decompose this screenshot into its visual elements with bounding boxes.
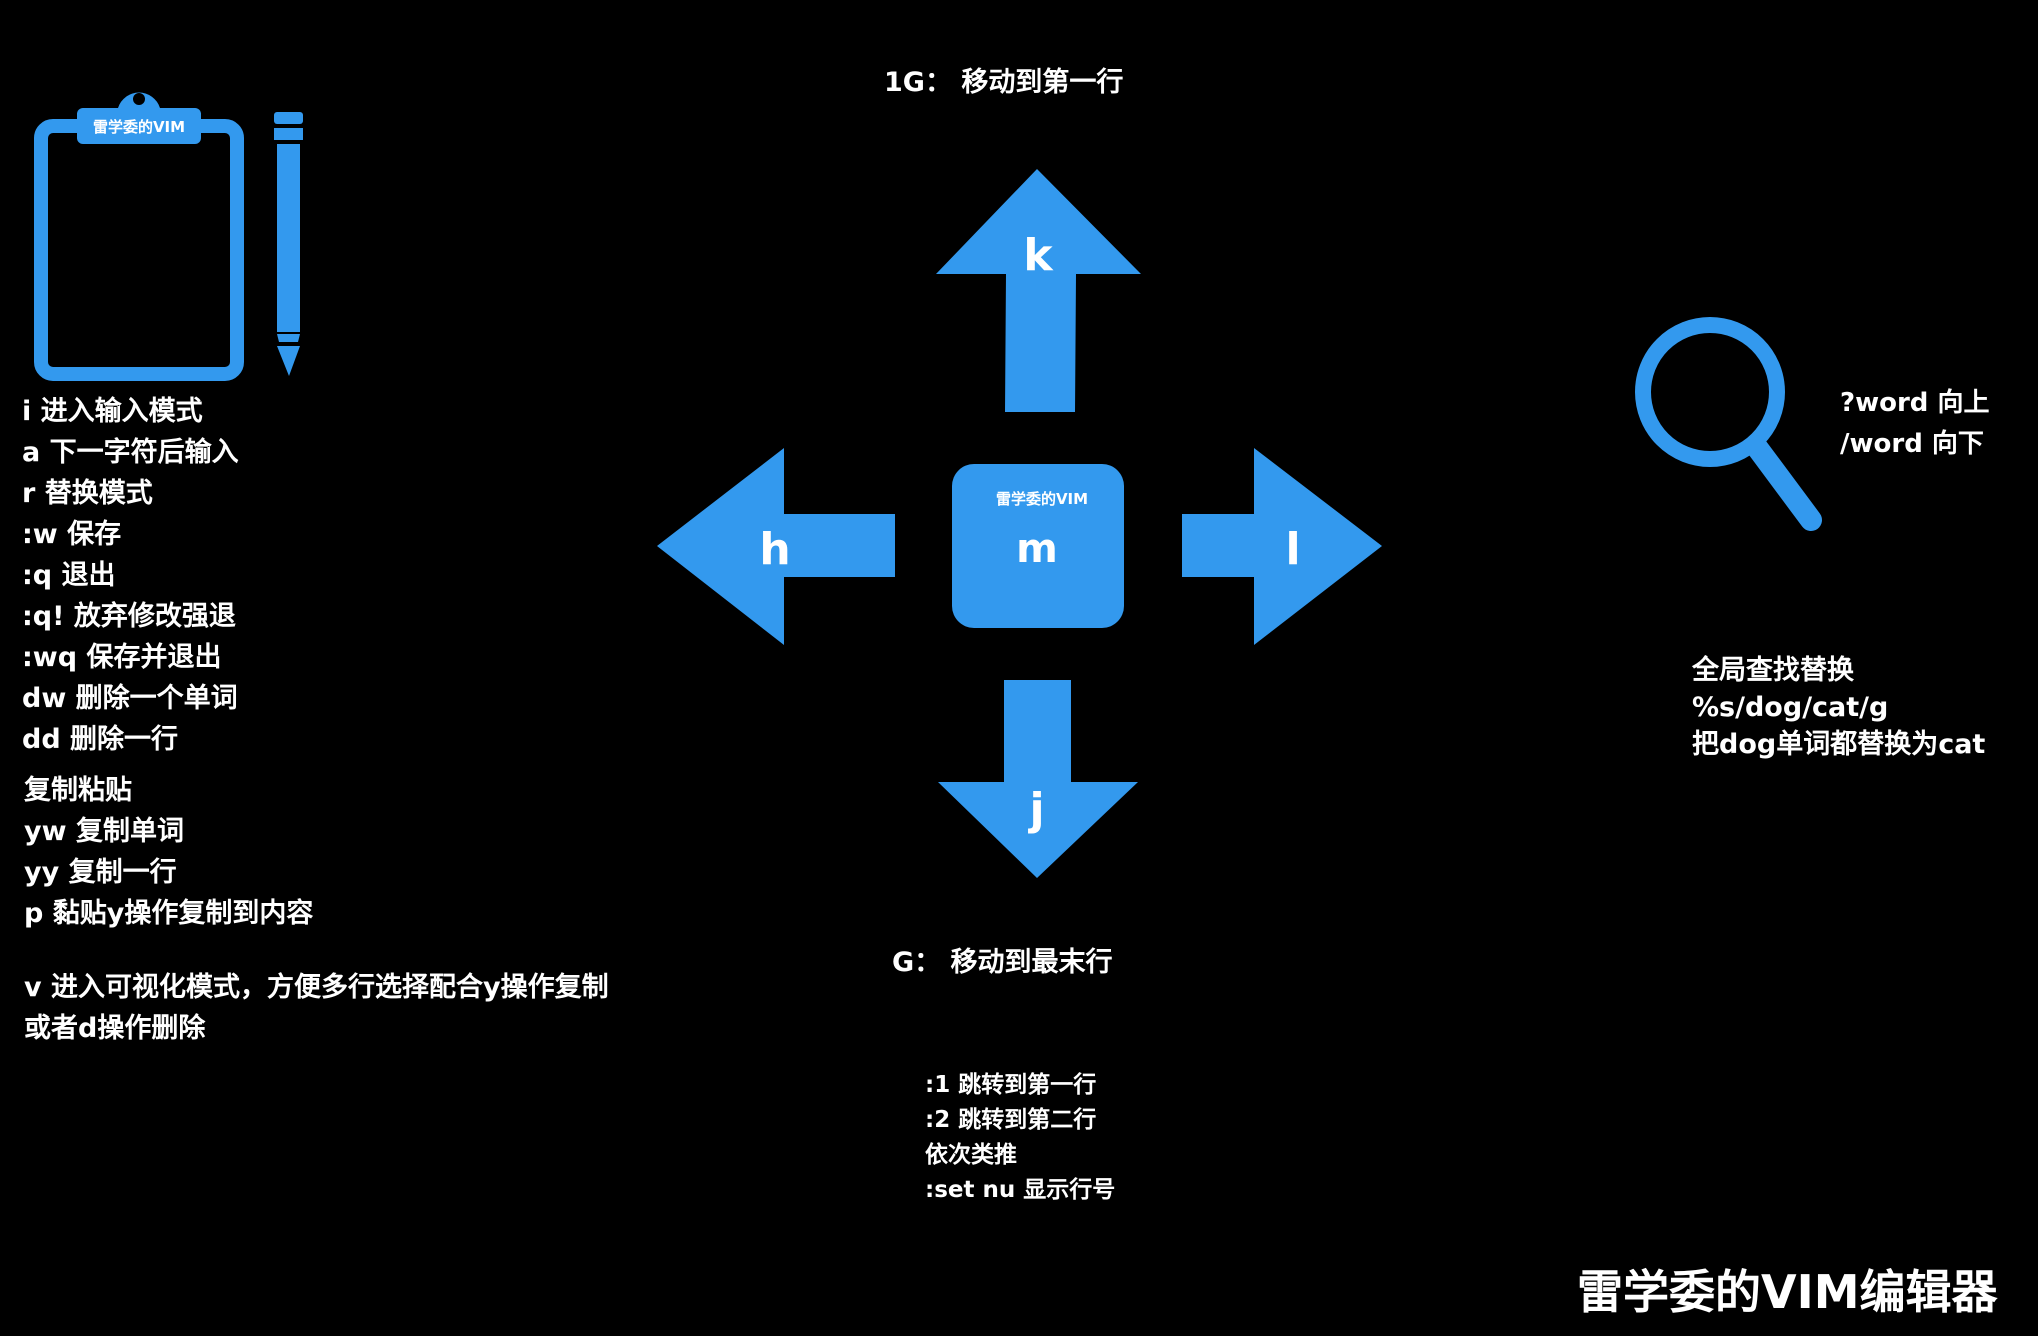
clipboard-label: 雷学委的VIM: [93, 118, 185, 136]
center-key-m: 雷学委的VIM m: [952, 464, 1124, 628]
command-delete-line: dd 删除一行: [22, 724, 179, 755]
visual-mode-line-2: 或者d操作删除: [24, 1013, 206, 1044]
arrow-right-l: l: [1182, 448, 1382, 645]
command-delete-word: dw 删除一个单词: [22, 683, 238, 714]
jump-section: :1 跳转到第一行 :2 跳转到第二行 依次类推 :set nu 显示行号: [925, 1068, 1115, 1208]
arrow-up-k: k: [936, 169, 1141, 412]
arrow-left-h: h: [657, 448, 895, 645]
last-line-note: G： 移动到最末行: [892, 947, 1113, 978]
left-command-list: i 进入输入模式 a 下一字符后输入 r 替换模式 :w 保存 :q 退出 :q…: [22, 391, 239, 760]
jump-line-2: :2 跳转到第二行: [925, 1107, 1097, 1133]
key-h-label: h: [759, 524, 790, 575]
copy-paste-title: 复制粘贴: [24, 775, 132, 806]
jump-line-3: 依次类推: [925, 1142, 1017, 1168]
key-k-label: k: [1023, 230, 1054, 281]
paste-item: p 黏贴y操作复制到内容: [24, 898, 314, 929]
center-key-caption: 雷学委的VIM: [996, 490, 1088, 508]
key-m-label: m: [1016, 526, 1058, 572]
key-l-label: l: [1285, 524, 1300, 575]
search-section: ?word 向上 /word 向下: [1840, 383, 1989, 465]
command-quit: :q 退出: [22, 560, 116, 591]
pencil-icon: [274, 112, 303, 376]
search-up-line: ?word 向上: [1840, 388, 1990, 418]
jump-line-1: :1 跳转到第一行: [925, 1072, 1097, 1098]
command-append: a 下一字符后输入: [22, 437, 239, 468]
replace-title: 全局查找替换: [1692, 655, 1854, 686]
clipboard-icon: 雷学委的VIM: [34, 92, 244, 381]
magnifier-icon: [1635, 317, 1822, 531]
copy-word-item: yw 复制单词: [24, 816, 184, 847]
copy-paste-section: 复制粘贴 yw 复制单词 yy 复制一行 p 黏贴y操作复制到内容: [24, 770, 313, 934]
jump-line-4: :set nu 显示行号: [925, 1177, 1116, 1203]
command-insert: i 进入输入模式: [22, 396, 203, 427]
command-force-quit: :q! 放弃修改强退: [22, 601, 236, 632]
arrow-down-j: j: [938, 680, 1138, 878]
command-save-quit: :wq 保存并退出: [22, 642, 222, 673]
replace-command: %s/dog/cat/g: [1692, 692, 1889, 723]
visual-mode-section: v 进入可视化模式，方便多行选择配合y操作复制 或者d操作删除: [24, 967, 609, 1049]
key-j-label: j: [1027, 784, 1044, 835]
first-line-note: 1G： 移动到第一行: [884, 67, 1124, 98]
search-down-line: /word 向下: [1840, 429, 1984, 459]
command-replace: r 替换模式: [22, 478, 153, 509]
command-save: :w 保存: [22, 519, 122, 550]
replace-section: 全局查找替换 %s/dog/cat/g 把dog单词都替换为cat: [1692, 652, 1985, 763]
replace-description: 把dog单词都替换为cat: [1692, 729, 1986, 760]
copy-line-item: yy 复制一行: [24, 857, 177, 888]
visual-mode-line-1: v 进入可视化模式，方便多行选择配合y操作复制: [24, 972, 609, 1003]
footer-title: 雷学委的VIM编辑器: [1577, 1265, 1998, 1319]
